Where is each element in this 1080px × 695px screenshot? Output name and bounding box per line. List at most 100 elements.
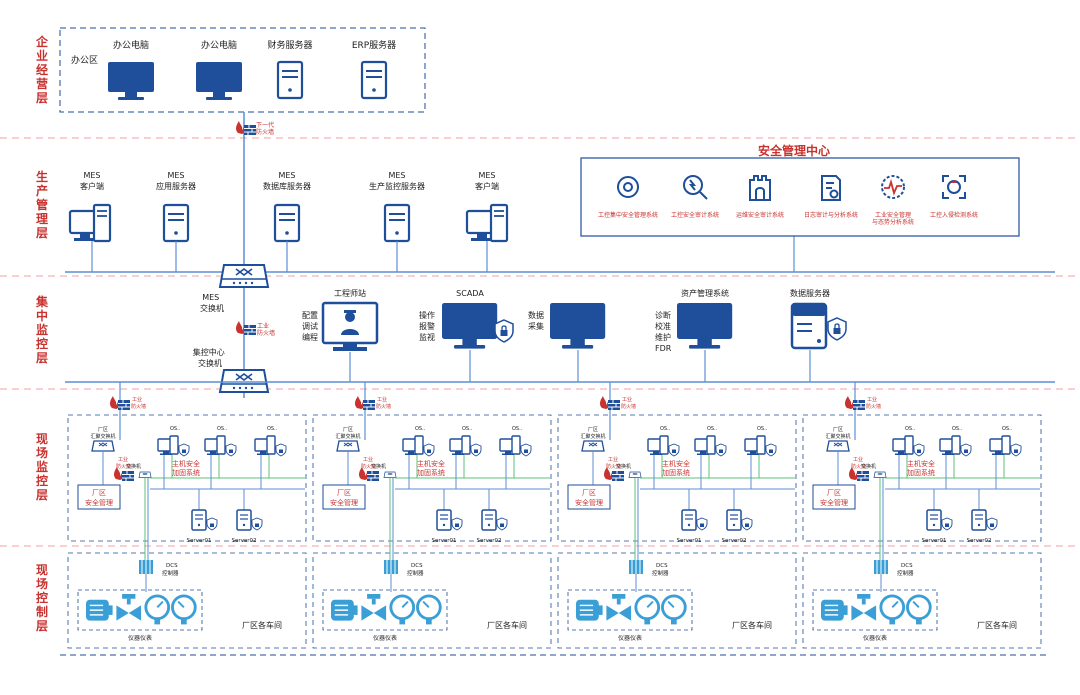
- os-shield-icon: [668, 443, 680, 457]
- site-security-label: 厂区安全管理: [820, 489, 848, 507]
- ngfw-firewall-icon: [235, 120, 257, 136]
- os-computer-icon: [402, 435, 424, 456]
- server-label: Server01: [186, 538, 211, 544]
- server-label: Server02: [966, 538, 991, 544]
- os-label: OS..: [757, 426, 768, 432]
- zone-uplink-firewall-label: 工业防火墙: [866, 396, 881, 410]
- os-label: OS..: [217, 426, 228, 432]
- zone-switch-label: 交换机: [861, 463, 876, 470]
- tower-icon: [749, 175, 771, 201]
- os-computer-icon: [204, 435, 226, 456]
- server-shield-icon: [941, 517, 953, 531]
- zone-switch-label: 交换机: [616, 463, 631, 470]
- site-zone-1: 工业防火墙厂区汇聚交换机厂区安全管理工业防火墙交换机主机安全加固系统OS..OS…: [67, 382, 307, 649]
- mes-switch-label: MES 交换机: [200, 293, 224, 313]
- layer-label-1: 生产管理层: [36, 169, 48, 240]
- office-pc-2-icon: [196, 62, 242, 100]
- device-label-erp-server: ERP服务器: [352, 39, 396, 51]
- device-label-office-pc-2: 办公电脑: [201, 39, 237, 51]
- instruments-label: 仪器仪表: [373, 634, 397, 642]
- os-label: OS..: [415, 426, 426, 432]
- server-shield-icon: [206, 517, 218, 531]
- data-collect-monitor-icon: [550, 303, 606, 349]
- os-label: OS..: [1002, 426, 1013, 432]
- instruments-label: 仪器仪表: [863, 634, 887, 642]
- host-security-label: 主机安全加固系统: [907, 459, 935, 477]
- os-label: OS..: [512, 426, 523, 432]
- asset-title: 资产管理系统: [681, 288, 729, 298]
- server-label: Server02: [476, 538, 501, 544]
- workshop-label: 厂区各车间: [242, 620, 282, 630]
- os-label: OS..: [267, 426, 278, 432]
- os-computer-icon: [892, 435, 914, 456]
- site-zone-2: 工业防火墙厂区汇聚交换机厂区安全管理工业防火墙交换机主机安全加固系统OS..OS…: [312, 382, 552, 649]
- site-security-label: 厂区安全管理: [330, 489, 358, 507]
- data-server-shield-icon: [827, 317, 847, 341]
- host-security-label: 主机安全加固系统: [662, 459, 690, 477]
- os-label: OS..: [707, 426, 718, 432]
- aggregation-switch-label: 厂区汇聚交换机: [580, 427, 605, 440]
- server-shield-icon: [451, 517, 463, 531]
- server-icon: [236, 509, 252, 531]
- aggregation-switch-label: 厂区汇聚交换机: [335, 427, 360, 440]
- os-computer-icon: [744, 435, 766, 456]
- device-label-office-pc-1: 办公电脑: [113, 39, 149, 51]
- scada-monitor-icon: [442, 303, 498, 349]
- engineer-tasks: 配置 调试 编程: [302, 311, 321, 342]
- zone-inner-firewall-label: 工业防火墙: [116, 456, 131, 470]
- server-shield-icon: [251, 517, 263, 531]
- workshop-label: 厂区各车间: [977, 620, 1017, 630]
- os-computer-icon: [939, 435, 961, 456]
- security-center-box: [580, 157, 1020, 237]
- host-security-label: 主机安全加固系统: [172, 459, 200, 477]
- os-shield-icon: [913, 443, 925, 457]
- security-center-title: 安全管理中心: [758, 143, 830, 158]
- os-shield-icon: [715, 443, 727, 457]
- os-shield-icon: [520, 443, 532, 457]
- pulse-icon: [881, 175, 905, 199]
- zone-inner-firewall-label: 工业防火墙: [606, 456, 621, 470]
- scan-icon: [942, 175, 966, 199]
- server-icon: [926, 509, 942, 531]
- security-item-label-3: 日志审计与分析系统: [804, 211, 858, 219]
- aggregation-switch-label: 厂区汇聚交换机: [90, 427, 115, 440]
- server-icon: [971, 509, 987, 531]
- os-computer-icon: [254, 435, 276, 456]
- dcs-controller-icon: [383, 559, 399, 575]
- finance-server-icon: [276, 60, 304, 100]
- instruments-label: 仪器仪表: [128, 634, 152, 642]
- server-shield-icon: [986, 517, 998, 531]
- zone-inner-firewall-label: 工业防火墙: [851, 456, 866, 470]
- layer-label-3: 现场监控层: [36, 432, 48, 502]
- server-label: Server02: [231, 538, 256, 544]
- scada-title: SCADA: [456, 289, 484, 298]
- engineer-station-title: 工程师站: [334, 288, 366, 298]
- os-computer-icon: [157, 435, 179, 456]
- os-label: OS..: [462, 426, 473, 432]
- asset-monitor-icon: [677, 303, 733, 349]
- os-computer-icon: [449, 435, 471, 456]
- server-label: Server01: [921, 538, 946, 544]
- office-pc-1-icon: [108, 62, 154, 100]
- industrial-firewall-label-central: 工业 防火墙: [257, 322, 275, 337]
- central-switch-icon: [219, 369, 269, 393]
- site-security-label: 厂区安全管理: [575, 489, 603, 507]
- asset-tasks: 诊断 校准 维护 FDR: [655, 310, 674, 353]
- os-computer-icon: [499, 435, 521, 456]
- zone-uplink-firewall-label: 工业防火墙: [621, 396, 636, 410]
- scada-tasks: 操作 报警 监视: [419, 310, 438, 342]
- os-shield-icon: [765, 443, 777, 457]
- zone-switch-label: 交换机: [371, 463, 386, 470]
- mes-client-1-icon: [68, 203, 112, 243]
- zone-uplink-firewall-label: 工业防火墙: [376, 396, 391, 410]
- data-server-title: 数据服务器: [790, 288, 830, 298]
- gear-icon: [617, 176, 639, 198]
- server-label: Server01: [431, 538, 456, 544]
